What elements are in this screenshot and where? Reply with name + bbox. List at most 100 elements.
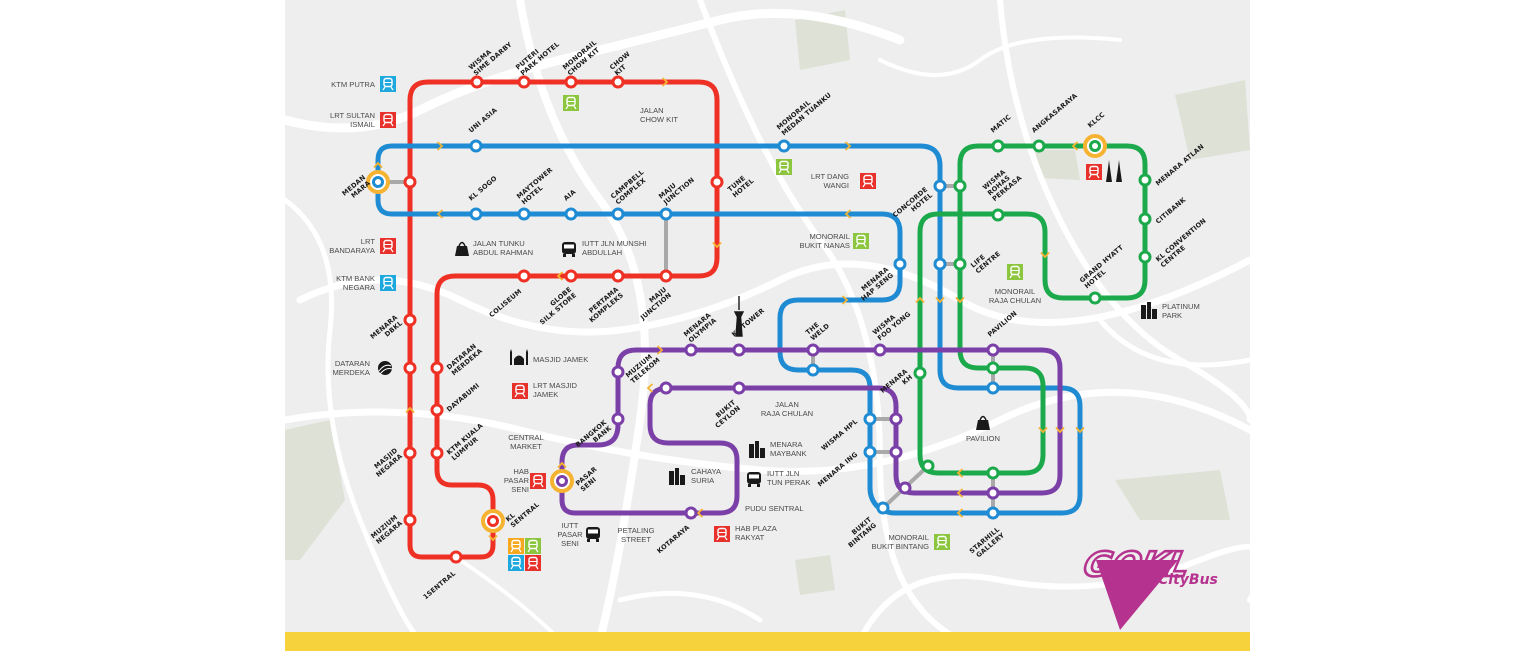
station-marker — [469, 207, 483, 221]
station-marker — [403, 175, 417, 189]
station-marker — [1089, 140, 1101, 152]
landmark-pavilion[interactable]: PAVILION — [966, 415, 1000, 444]
monorail-icon — [776, 159, 792, 175]
station-interchange-node[interactable] — [986, 466, 1000, 480]
station-marker — [659, 207, 673, 221]
station-interchange-node[interactable] — [889, 412, 903, 426]
station-interchange-node[interactable] — [898, 481, 912, 495]
shopping-bag-icon — [455, 241, 469, 256]
logo-text: GOKL — [1080, 545, 1193, 585]
lrt-icon — [512, 383, 528, 399]
direction-arrow-icon — [956, 488, 964, 498]
direction-arrow-icon — [841, 295, 849, 305]
station-marker — [986, 466, 1000, 480]
route-blue — [375, 143, 1083, 516]
station-marker — [659, 269, 673, 283]
dataran-icon — [378, 361, 393, 375]
direction-arrow-icon — [1040, 251, 1050, 259]
station-interchange-node[interactable] — [986, 361, 1000, 375]
landmark-label: PAVILION — [966, 434, 1000, 443]
station-marker — [611, 365, 625, 379]
station-interchange-node[interactable] — [986, 381, 1000, 395]
station-interchange-node[interactable] — [806, 363, 820, 377]
route-green — [917, 143, 1148, 476]
station-marker — [863, 412, 877, 426]
monorail-icon — [1007, 264, 1023, 280]
station-the-weld[interactable]: THEWELD — [804, 316, 831, 357]
station-marker — [921, 459, 935, 473]
station-klcc[interactable]: KLCC — [1083, 111, 1107, 158]
station-marker — [403, 361, 417, 375]
station-marker — [933, 179, 947, 193]
map-background — [285, 0, 1250, 651]
station-interchange-node[interactable] — [953, 179, 967, 193]
monorail-icon — [525, 538, 541, 554]
station-marker — [953, 179, 967, 193]
direction-arrow-icon — [1071, 141, 1079, 151]
station-interchange-node[interactable] — [986, 486, 1000, 500]
landmark-pudu-sentral[interactable]: PUDU SENTRAL — [745, 504, 804, 513]
landmark-ktm-putra[interactable]: KTM PUTRA — [331, 76, 396, 92]
mosque-icon — [510, 349, 528, 365]
ktm-icon — [380, 275, 396, 291]
station-interchange-node[interactable] — [933, 257, 947, 271]
station-interchange-node[interactable] — [889, 445, 903, 459]
station-interchange-node[interactable] — [403, 361, 417, 375]
building-icon — [1141, 302, 1157, 319]
monorail-icon — [853, 233, 869, 249]
station-marker — [372, 176, 384, 188]
station-marker — [469, 139, 483, 153]
station-marker — [684, 506, 698, 520]
station-marker — [564, 207, 578, 221]
station-marker — [986, 381, 1000, 395]
direction-arrow-icon — [436, 209, 444, 219]
station-interchange-node[interactable] — [403, 175, 417, 189]
station-marker — [403, 313, 417, 327]
station-marker — [953, 257, 967, 271]
gokl-logo: GOKL CityBus — [1079, 544, 1218, 630]
station-marker — [873, 343, 887, 357]
station-marker — [517, 207, 531, 221]
direction-arrow-icon — [1055, 426, 1065, 434]
monorail-icon — [563, 95, 579, 111]
erl-icon — [508, 538, 524, 554]
station-interchange-node[interactable] — [659, 381, 673, 395]
station-marker — [986, 343, 1000, 357]
landmark-masjid-jamek[interactable]: MASJID JAMEK — [510, 349, 588, 365]
parks — [285, 10, 1250, 595]
station-interchange-node[interactable] — [921, 459, 935, 473]
direction-arrow-icon — [556, 271, 564, 281]
